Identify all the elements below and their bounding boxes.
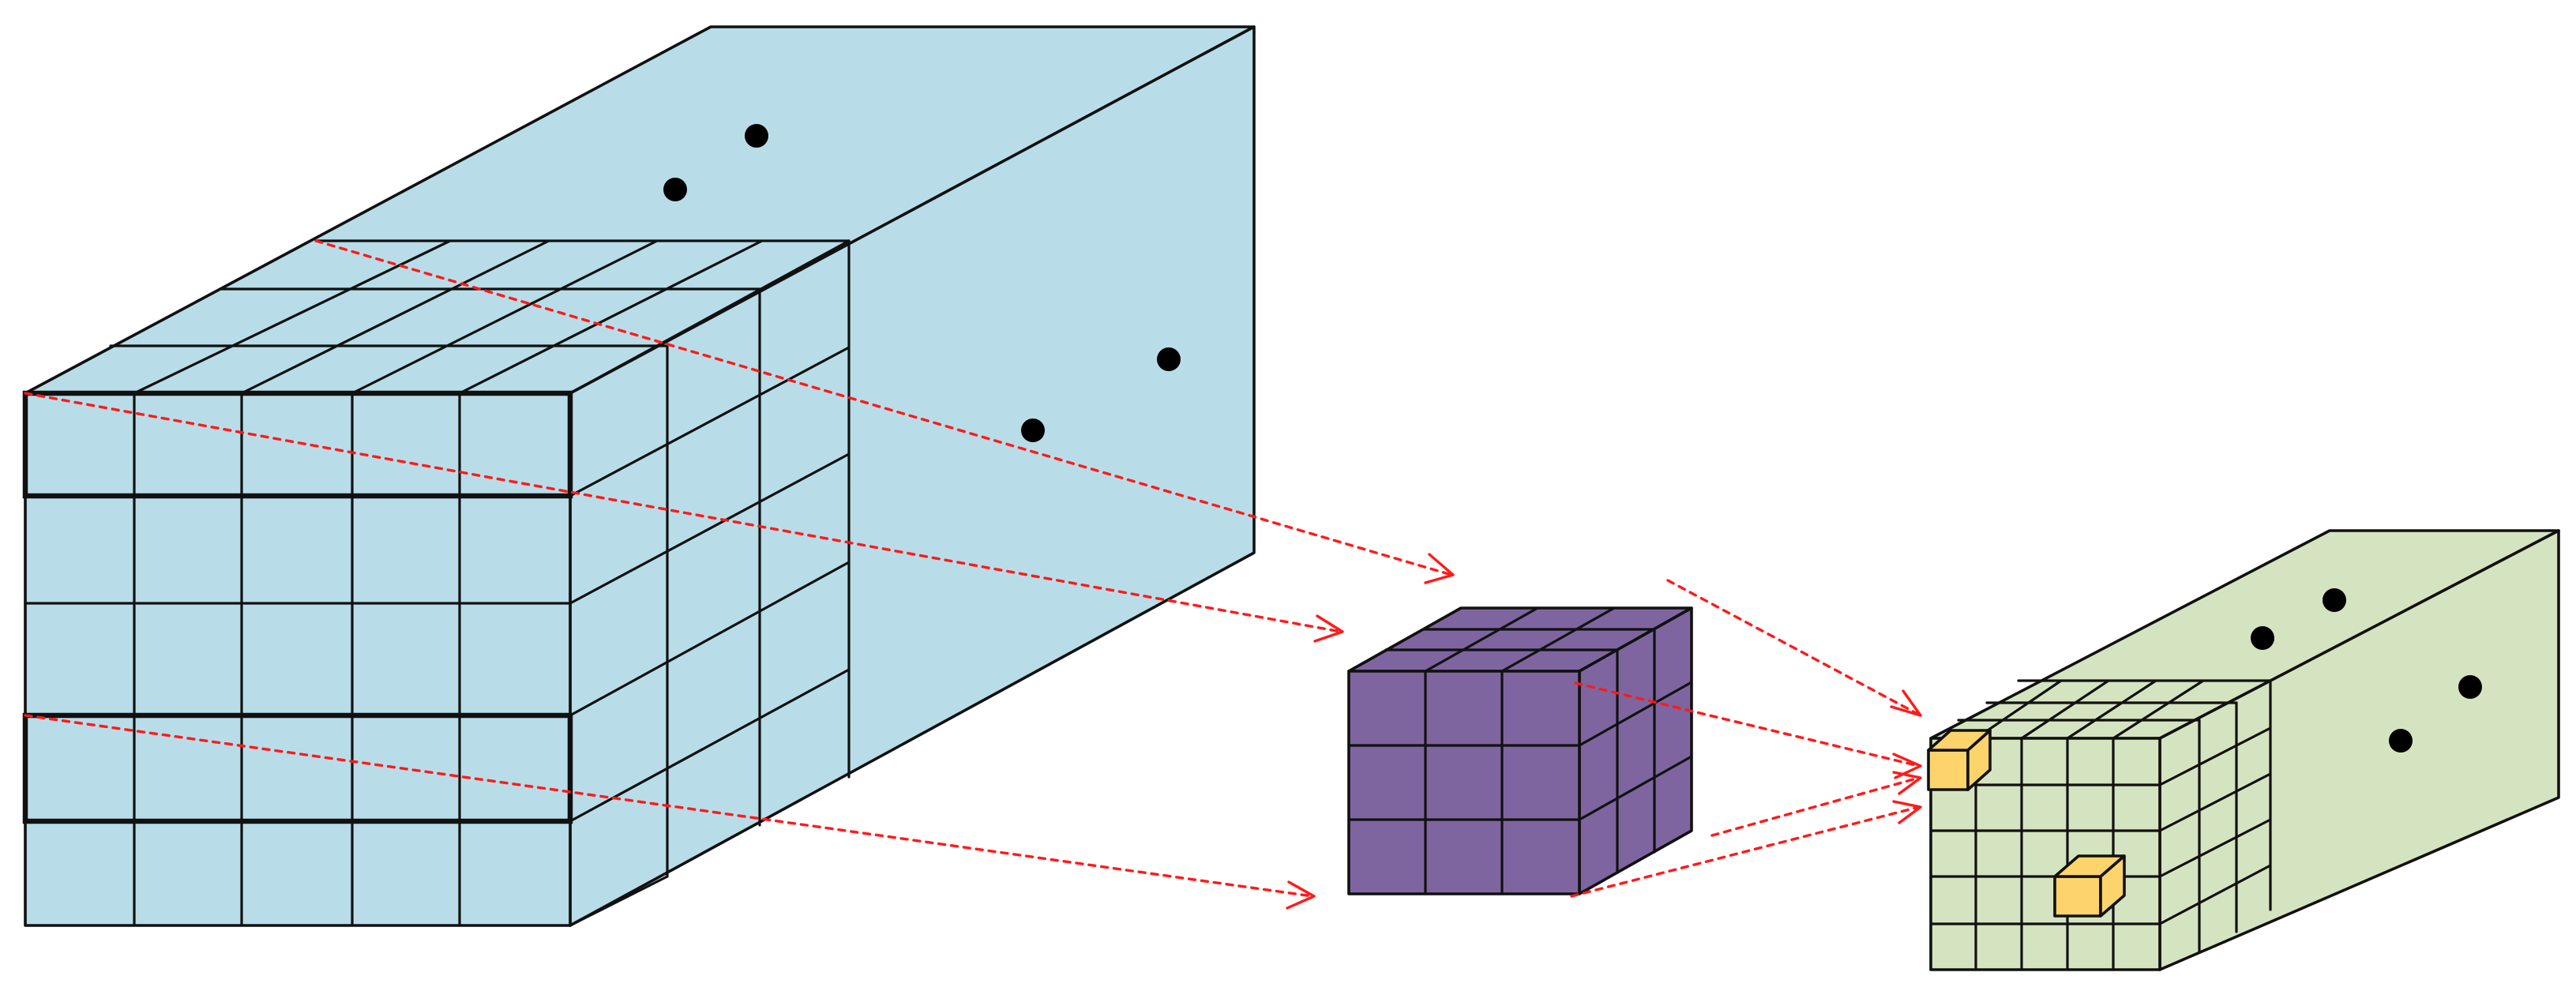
input-top-grid: [109, 239, 851, 395]
kernel-grid: [1347, 606, 1693, 895]
input-side-grid: [569, 239, 851, 927]
output-highlight-cell-1: [1927, 729, 1992, 791]
arrowhead: [1892, 800, 1922, 824]
output-front-grid: [1929, 737, 2161, 971]
output-continuation-dots: [2251, 588, 2482, 753]
arrowhead: [1892, 771, 1922, 795]
input-continuation-dots: [663, 124, 1181, 442]
input-highlight-row-top: [22, 390, 573, 499]
output-highlight-cell-2: [2053, 854, 2126, 918]
dot: [2458, 675, 2482, 699]
dot: [2323, 588, 2346, 612]
arrow-line: [1574, 681, 1921, 768]
input-highlight-row-bottom: [22, 712, 573, 824]
dot: [663, 178, 687, 201]
kernel-front-face: [1347, 670, 1581, 895]
arrow-line: [24, 714, 1314, 898]
output-side-grid: [2158, 679, 2272, 953]
dot: [2389, 729, 2413, 753]
output-volume: [1927, 529, 2560, 971]
arrowhead: [1286, 880, 1316, 910]
arrow-line: [1710, 776, 1921, 837]
input-to-kernel-arrows: [24, 239, 1455, 910]
kernel-to-output-arrows: [1570, 579, 1922, 898]
arrowhead: [1424, 553, 1455, 584]
dot: [2251, 626, 2274, 650]
arrow-line: [1570, 805, 1921, 898]
arrow-line: [314, 239, 1453, 576]
input-volume: [22, 25, 1256, 927]
arrow-line: [1666, 579, 1921, 716]
arrow-line: [24, 392, 1342, 633]
dot: [1021, 419, 1045, 442]
dot: [1157, 347, 1181, 371]
arrowhead: [1890, 689, 1922, 717]
dot: [745, 124, 768, 148]
output-top-grid: [1957, 679, 2272, 740]
kernel-cube: [1347, 606, 1693, 895]
arrowhead: [1313, 614, 1344, 643]
